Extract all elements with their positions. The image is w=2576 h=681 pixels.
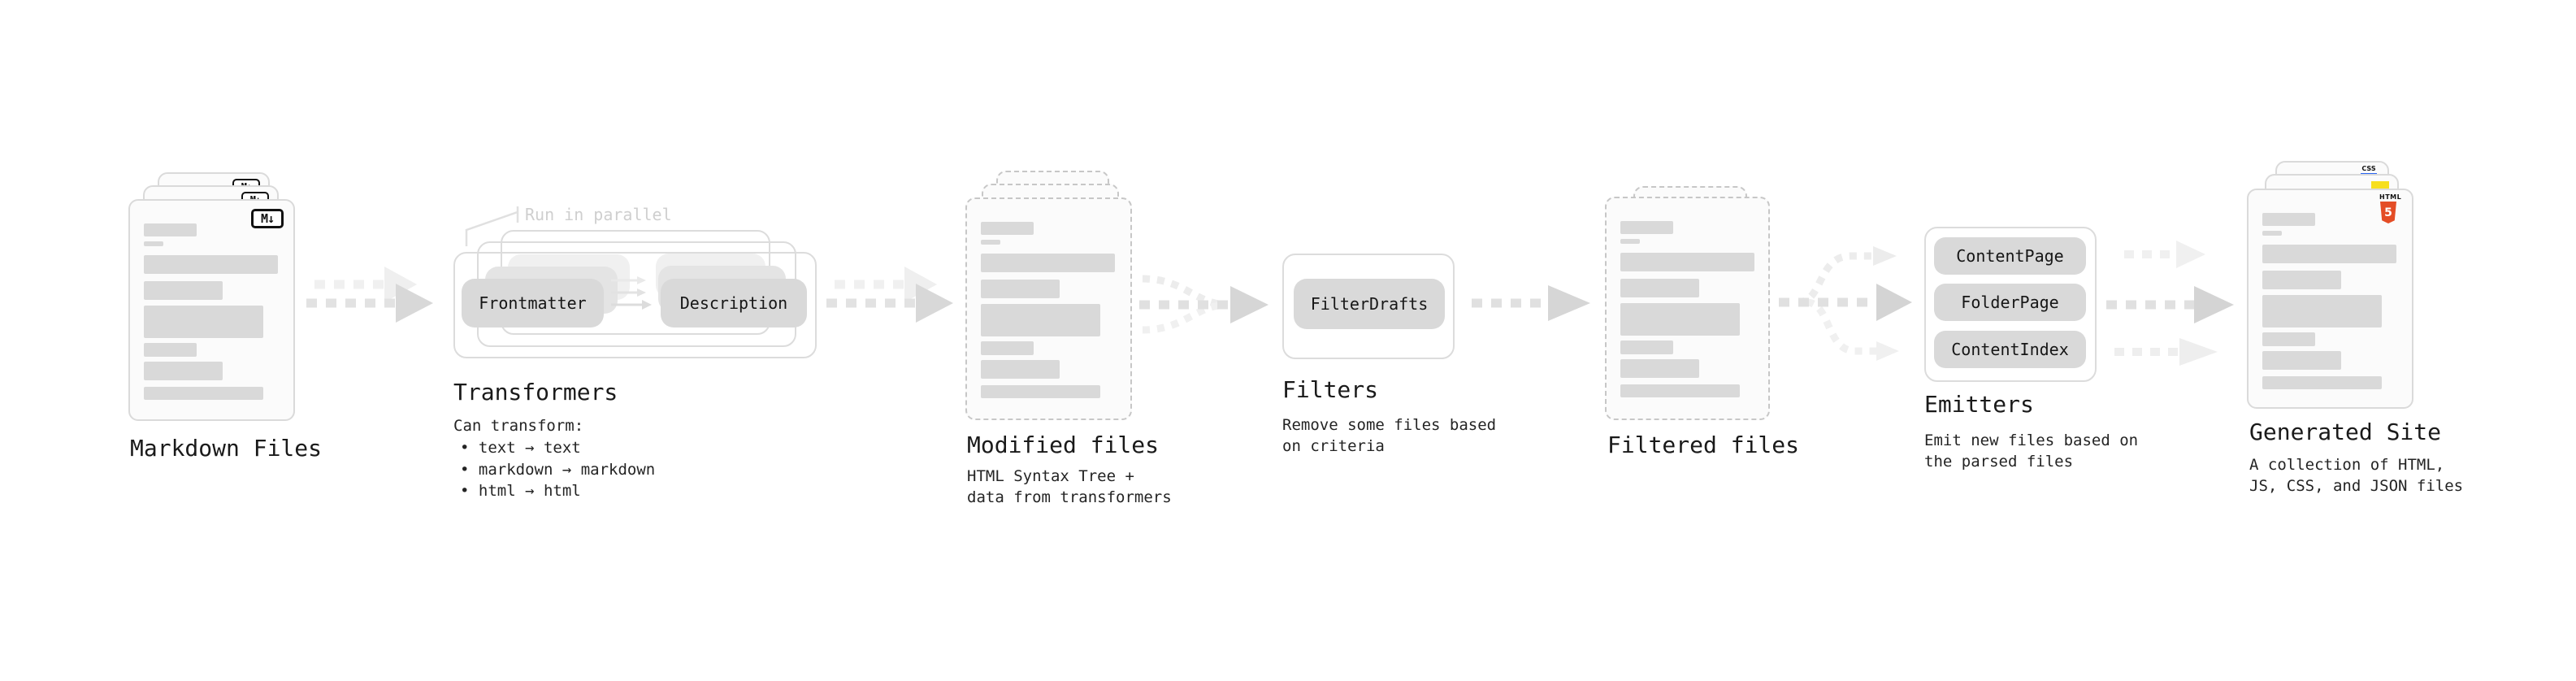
filters-box — [1282, 254, 1455, 359]
run-in-parallel-leader-line — [465, 206, 519, 246]
emitters-desc: Emit new files based on — [1924, 432, 2139, 449]
text-placeholder-bar — [1620, 303, 1740, 336]
modified-files-desc: data from transformers — [967, 488, 1172, 506]
file-content-placeholder — [144, 223, 278, 400]
emitter-chip-contentindex: ContentIndex — [1934, 331, 2086, 368]
transformers-bullet: • text → text — [460, 439, 581, 457]
text-placeholder-bar — [981, 341, 1034, 355]
transformers-box-front — [453, 252, 817, 358]
text-placeholder-bar — [144, 306, 263, 338]
text-placeholder-bar — [144, 255, 278, 274]
generated-site-desc: A collection of HTML, — [2249, 456, 2445, 474]
stage-label-modified-files: Modified files — [967, 432, 1160, 458]
text-placeholder-bar — [1620, 221, 1673, 234]
arrow-filters-to-filtered — [1472, 285, 1590, 321]
transformers-bullet: • html → html — [460, 482, 581, 500]
text-placeholder-bar — [1620, 239, 1640, 244]
file-content-placeholder — [981, 222, 1115, 398]
modified-files-desc: HTML Syntax Tree + — [967, 467, 1134, 485]
stage-label-filtered-files: Filtered files — [1607, 432, 1800, 458]
text-placeholder-bar — [2262, 295, 2382, 327]
emitter-chip-contentpage: ContentPage — [1934, 237, 2086, 275]
filtered-file-card — [1605, 197, 1770, 420]
text-placeholder-bar — [144, 223, 197, 236]
text-placeholder-bar — [144, 387, 263, 400]
text-placeholder-bar — [1620, 253, 1754, 271]
text-placeholder-bar — [2262, 332, 2315, 346]
html5-logo-icon: HTML 5 — [2379, 194, 2401, 223]
transformer-chip-description: Description — [661, 279, 807, 327]
arrow-markdown-to-transformers — [306, 267, 433, 323]
parallel-flow-arrows-icon — [611, 276, 652, 310]
run-in-parallel-note: Run in parallel — [525, 205, 672, 224]
text-placeholder-bar — [981, 304, 1100, 336]
text-placeholder-bar — [981, 360, 1060, 379]
text-placeholder-bar — [2262, 271, 2341, 289]
text-placeholder-bar — [1620, 359, 1699, 378]
text-placeholder-bar — [1620, 340, 1673, 354]
markdown-file-card: M↓ — [128, 199, 295, 421]
stage-label-markdown-files: Markdown Files — [130, 435, 323, 462]
text-placeholder-bar — [981, 222, 1034, 235]
stage-label-generated-site: Generated Site — [2249, 419, 2442, 445]
stage-label-filters: Filters — [1282, 376, 1379, 403]
filter-chip-filterdrafts: FilterDrafts — [1294, 279, 1445, 329]
file-content-placeholder — [1620, 221, 1754, 397]
stage-label-transformers: Transformers — [453, 379, 618, 406]
text-placeholder-bar — [981, 385, 1100, 398]
arrow-transformers-to-modified — [826, 267, 953, 323]
emitters-box — [1924, 227, 2097, 382]
generated-file-card-html: HTML 5 — [2247, 189, 2413, 409]
text-placeholder-bar — [2262, 231, 2282, 236]
arrow-filtered-to-emitters — [1779, 246, 1912, 361]
markdown-icon: M↓ — [251, 209, 284, 228]
text-placeholder-bar — [144, 281, 223, 300]
text-placeholder-bar — [2262, 245, 2396, 263]
stage-label-emitters: Emitters — [1924, 391, 2034, 418]
html5-shield-icon: 5 — [2380, 202, 2396, 223]
arrow-modified-to-filters — [1139, 275, 1268, 334]
text-placeholder-bar — [981, 280, 1060, 298]
emitters-desc: the parsed files — [1924, 453, 2074, 471]
file-content-placeholder — [2262, 213, 2396, 389]
emitter-chip-folderpage: FolderPage — [1934, 284, 2086, 321]
arrow-emitters-to-generated — [2106, 241, 2234, 366]
text-placeholder-bar — [144, 362, 223, 380]
transformers-note-title: Can transform: — [453, 417, 584, 435]
text-placeholder-bar — [981, 240, 1000, 245]
text-placeholder-bar — [981, 254, 1115, 272]
text-placeholder-bar — [2262, 376, 2382, 389]
js-file-icon — [2371, 181, 2389, 189]
transformer-chip-frontmatter: Frontmatter — [462, 279, 604, 327]
text-placeholder-bar — [144, 241, 163, 246]
text-placeholder-bar — [2262, 213, 2315, 226]
filters-desc: Remove some files based — [1282, 416, 1497, 434]
transformers-bullet: • markdown → markdown — [460, 461, 656, 479]
generated-site-desc: JS, CSS, and JSON files — [2249, 477, 2464, 495]
filters-desc: on criteria — [1282, 437, 1385, 455]
text-placeholder-bar — [144, 343, 197, 357]
text-placeholder-bar — [1620, 279, 1699, 297]
text-placeholder-bar — [2262, 351, 2341, 370]
text-placeholder-bar — [1620, 384, 1740, 397]
modified-file-card — [965, 197, 1132, 420]
